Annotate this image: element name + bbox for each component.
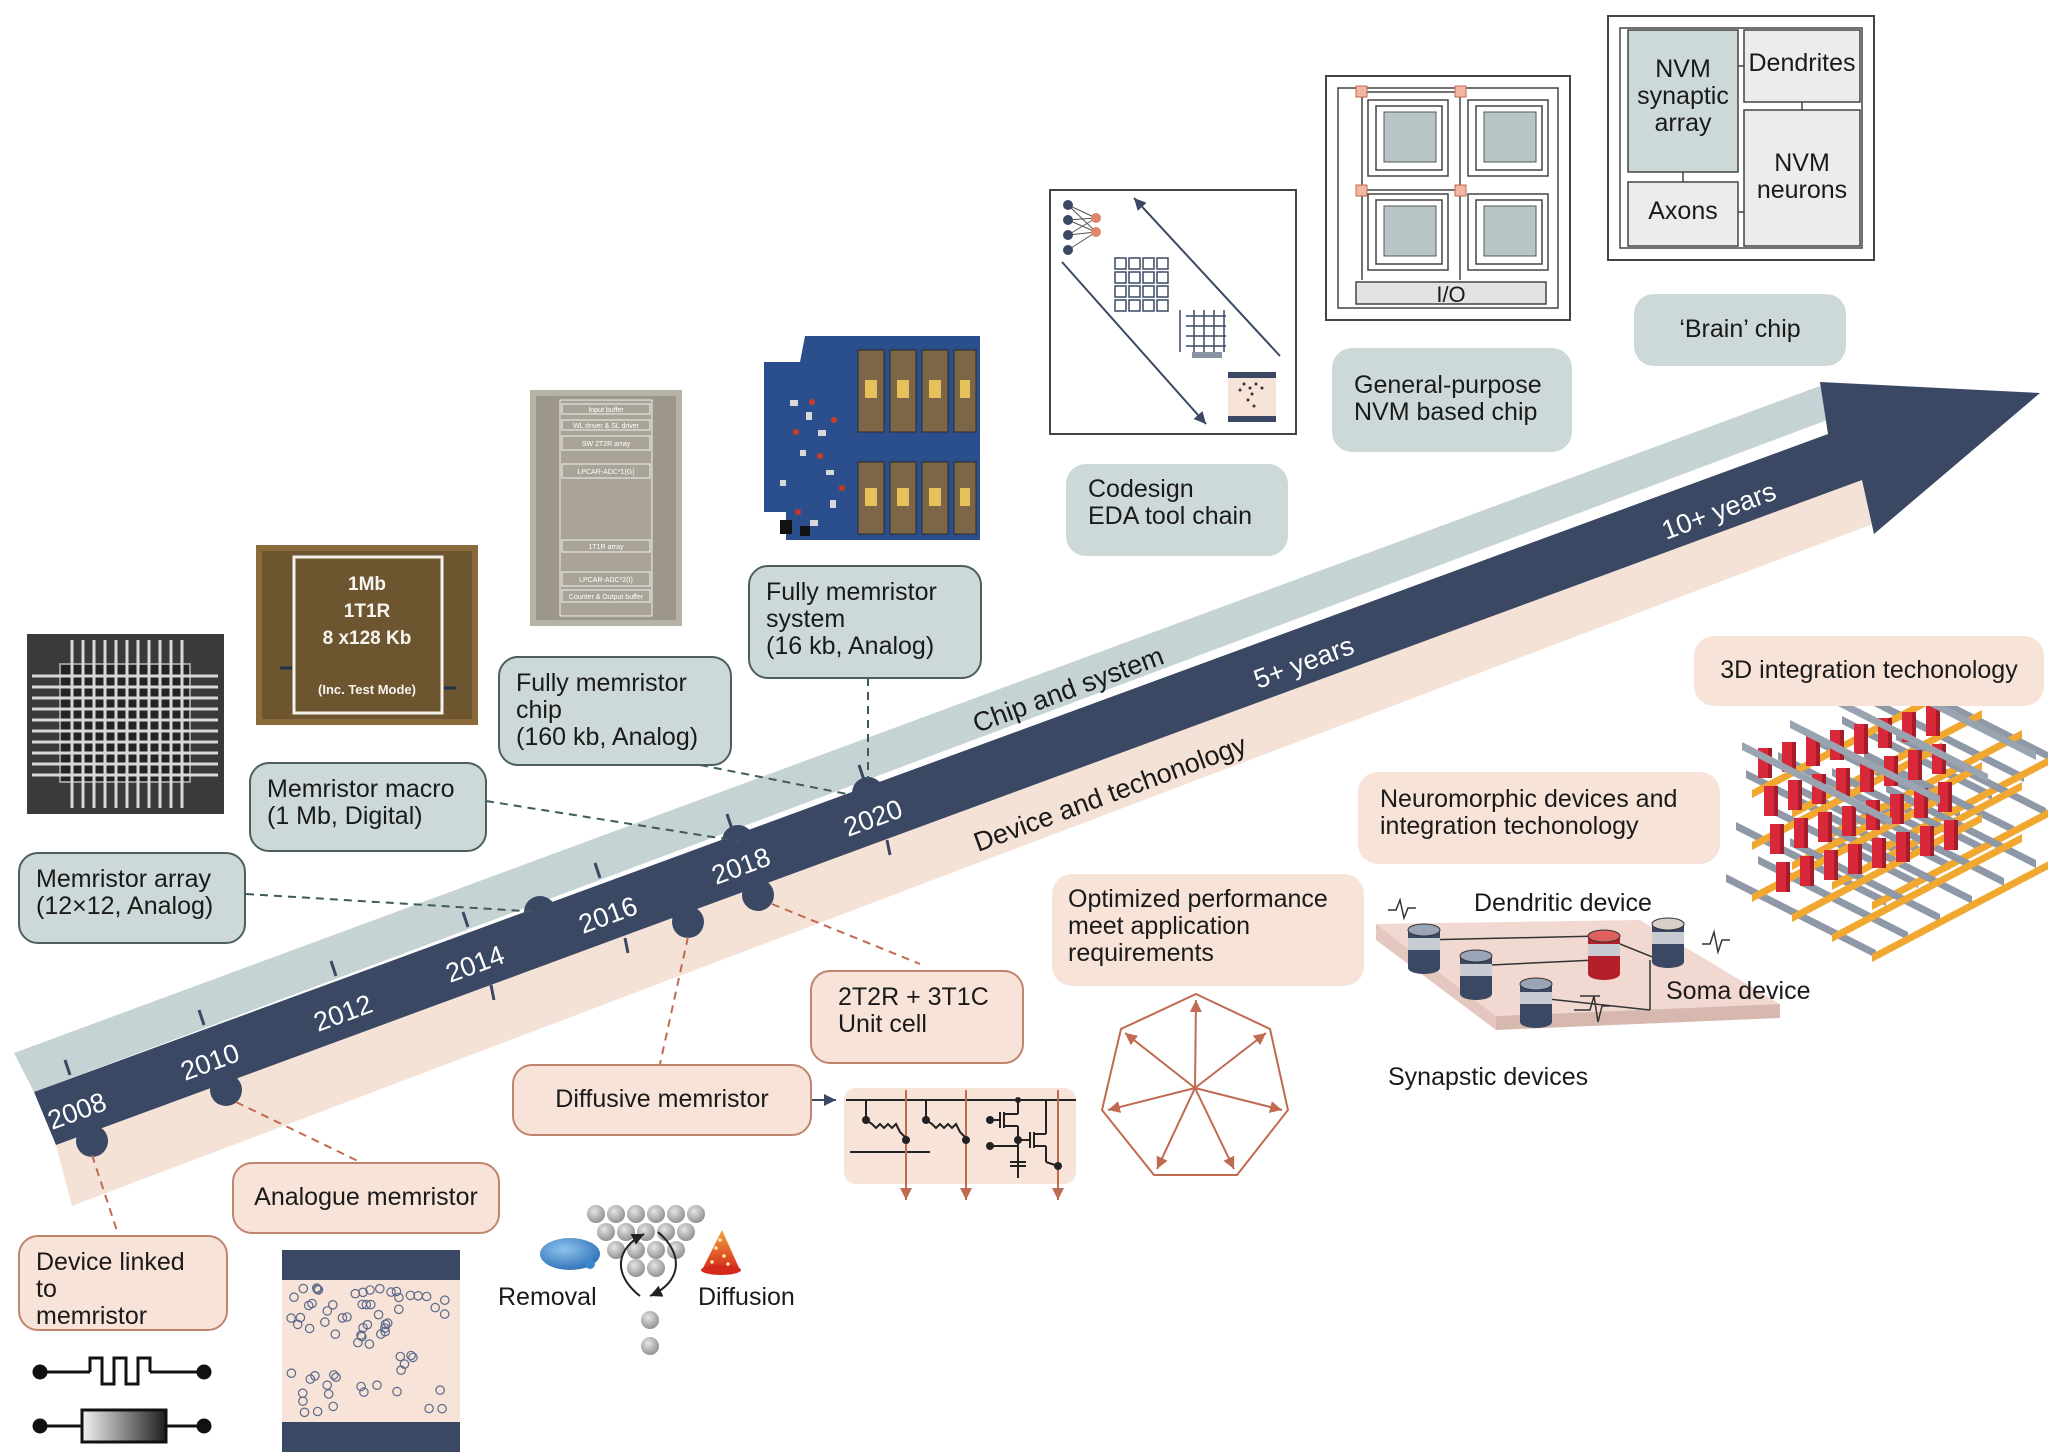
device-connectors xyxy=(91,903,921,1235)
memristor-symbol-body xyxy=(80,1408,168,1444)
analogue-memristor-box: Analogue memristor xyxy=(232,1162,500,1234)
analogue-memristor-figure xyxy=(282,1250,460,1452)
macro-die-line4: (Inc. Test Mode) xyxy=(318,682,416,697)
general-purpose-chip-figure: I/O xyxy=(1325,75,1571,321)
macro-die-line3: 8 x128 Kb xyxy=(323,628,412,649)
diffusion-label: Diffusion xyxy=(698,1283,795,1311)
diffusive-memristor-box: Diffusive memristor xyxy=(512,1064,812,1136)
brain-synaptic-label: NVM synaptic array xyxy=(1637,55,1729,137)
soma-device-label: Soma device xyxy=(1666,977,1811,1005)
unit-cell-box: 2T2R + 3T1C Unit cell xyxy=(810,970,1024,1064)
chip-row-5: LPCAR-ADC*2(I) xyxy=(579,577,633,584)
memristor-array-image xyxy=(27,634,224,814)
chip-connectors xyxy=(245,678,869,913)
chip-row-3: LPCAR-ADC*1(G) xyxy=(577,469,634,476)
synaptic-array-block xyxy=(1627,29,1739,173)
optimized-performance-box: Optimized performance meet application r… xyxy=(1052,874,1364,986)
general-purpose-box: General-purpose NVM based chip xyxy=(1332,348,1572,452)
chip-row-2: SW 2T2R array xyxy=(582,441,631,448)
removal-label: Removal xyxy=(498,1283,597,1311)
neuromorphic-box: Neuromorphic devices and integration tec… xyxy=(1358,772,1720,864)
brain-axons-label: Axons xyxy=(1648,197,1718,225)
neuromorphic-platform xyxy=(1376,897,1780,1030)
fully-memristor-system-box: Fully memristor system (16 kb, Analog) xyxy=(748,565,982,679)
unit-cell-circuit xyxy=(844,1088,1076,1200)
memristor-array-box: Memristor array (12×12, Analog) xyxy=(18,852,246,944)
chip-system-track xyxy=(14,383,1854,1092)
performance-heptagon xyxy=(1100,992,1290,1176)
brain-chip-box: ‘Brain’ chip xyxy=(1634,294,1846,366)
3d-integration-box: 3D integration techonology xyxy=(1694,636,2044,706)
io-label: I/O xyxy=(1436,282,1465,307)
brain-dendrites-label: Dendrites xyxy=(1748,49,1856,77)
memristor-macro-box: Memristor macro (1 Mb, Digital) xyxy=(249,762,487,852)
synaptic-devices-label: Synapstic devices xyxy=(1388,1063,1589,1091)
chip-row-4: 1T1R array xyxy=(588,544,624,551)
brain-neurons-label: NVM neurons xyxy=(1756,149,1848,204)
device-linked-box: Device linked to memristor xyxy=(18,1235,228,1331)
3d-integration-lattice xyxy=(1726,676,2048,962)
fully-memristor-chip-die: Input buffer WL driver & SL driver SW 2T… xyxy=(530,390,682,626)
memristor-system-board xyxy=(764,336,980,540)
device-tech-track xyxy=(56,473,1886,1206)
chip-row-0: Input buffer xyxy=(588,407,624,414)
chip-row-1: WL driver & SL driver xyxy=(573,423,640,430)
macro-die-line1: 1Mb xyxy=(348,574,386,595)
neurons-block xyxy=(1743,109,1861,247)
axons-block xyxy=(1627,181,1739,247)
timeline-arrow xyxy=(14,382,2040,1206)
year-ticks xyxy=(63,764,892,1076)
memristor-symbols xyxy=(32,1356,212,1434)
macro-die-line2: 1T1R xyxy=(344,601,391,622)
codesign-figure xyxy=(1049,189,1297,435)
fully-memristor-chip-box: Fully memristor chip (160 kb, Analog) xyxy=(498,656,732,766)
diffusive-memristor-figure xyxy=(540,1205,741,1355)
codesign-box: Codesign EDA tool chain xyxy=(1066,464,1288,556)
arrow-shaft xyxy=(34,382,2040,1145)
memristor-macro-die: 1Mb 1T1R 8 x128 Kb (Inc. Test Mode) xyxy=(256,545,478,725)
dendritic-device-label: Dendritic device xyxy=(1474,889,1652,917)
chip-row-6: Counter & Output buffer xyxy=(569,594,644,601)
brain-chip-figure xyxy=(1607,15,1875,261)
